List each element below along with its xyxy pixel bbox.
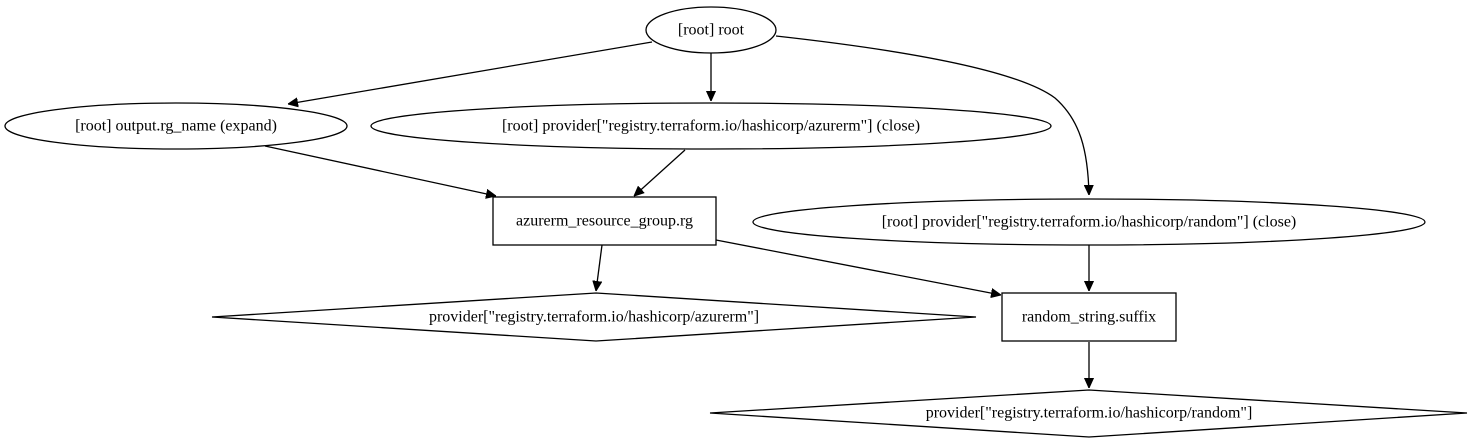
node-provider-random-close: [root] provider["registry.terraform.io/h… [752,198,1426,246]
edge-root-to-output-rg-name [288,41,653,104]
node-label: [root] output.rg_name (expand) [75,118,277,135]
node-random-string: random_string.suffix [1001,292,1177,342]
node-provider-azurerm-close: [root] provider["registry.terraform.io/h… [370,102,1052,150]
node-label: provider["registry.terraform.io/hashicor… [429,309,759,326]
node-resource-group: azurerm_resource_group.rg [492,196,717,246]
edge-root-to-provider-random-close [775,35,1089,195]
node-label: [root] provider["registry.terraform.io/h… [882,214,1297,231]
node-label: azurerm_resource_group.rg [516,213,693,230]
node-provider-azurerm: provider["registry.terraform.io/hashicor… [211,292,977,342]
node-label: [root] provider["registry.terraform.io/h… [502,118,920,135]
node-output-rg-name: [root] output.rg_name (expand) [4,102,348,150]
node-label: provider["registry.terraform.io/hashicor… [926,405,1253,422]
edge-provider-azurerm-close-to-resource-group [634,149,686,196]
edge-output-rg-name-to-resource-group [264,145,496,196]
node-label: [root] root [678,22,745,39]
node-label: random_string.suffix [1022,309,1156,326]
edge-resource-group-to-provider-azurerm [596,244,603,291]
node-root: [root] root [645,6,777,54]
edges [264,35,1089,388]
edge-resource-group-to-random-string [715,239,1001,295]
node-provider-random: provider["registry.terraform.io/hashicor… [709,389,1468,438]
